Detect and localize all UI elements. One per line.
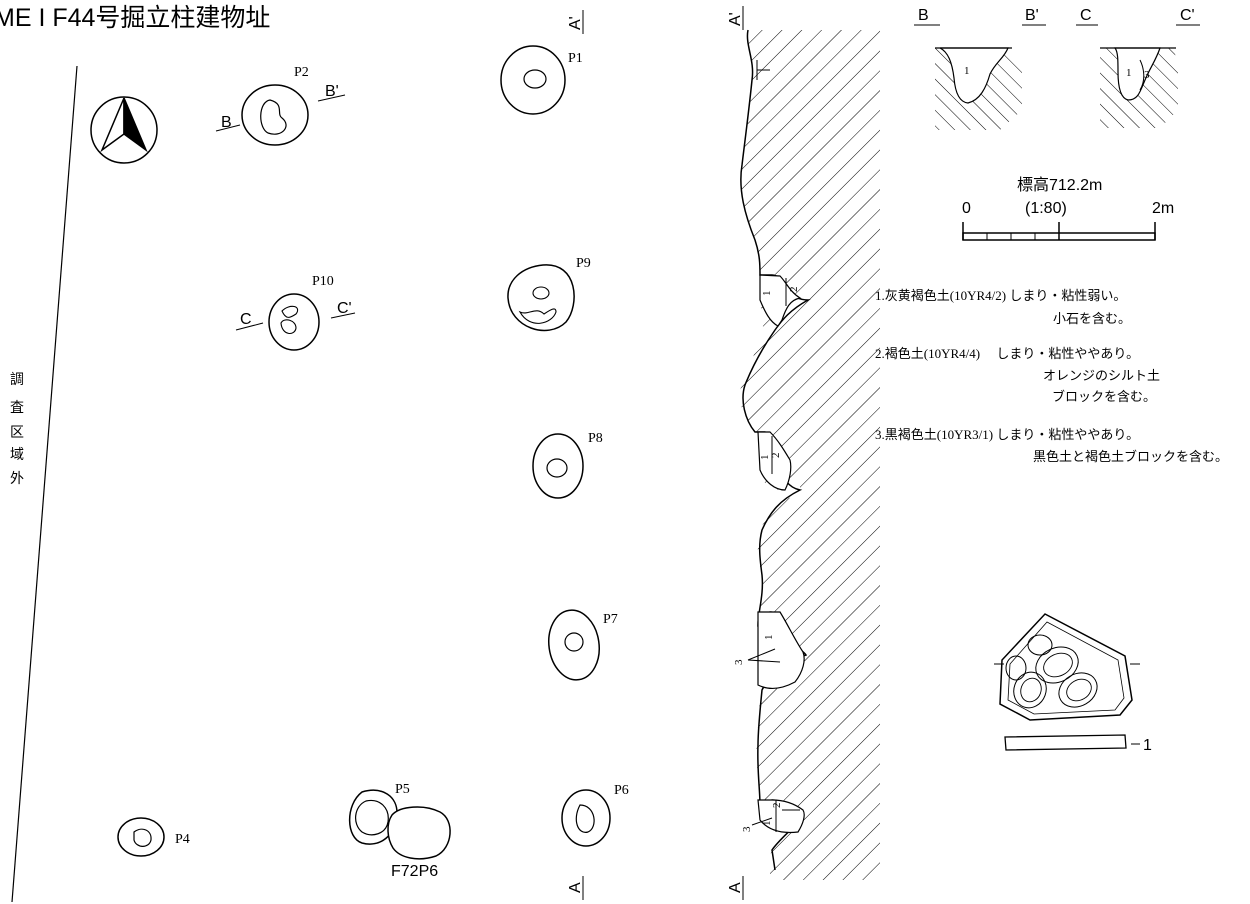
profile-marker-a: A [727,876,744,900]
section-marker-c-prime: C' [330,300,356,319]
pit-p1: P1 [500,45,583,115]
profile-layer-3a: 3 [733,659,745,665]
pit-p7: P7 [548,609,618,681]
legend-item-3-extra: 黒色土と褐色土ブロックを含む。 [1033,449,1228,464]
survey-boundary-line [11,65,78,903]
profile-layer-3b: 3 [741,826,753,832]
figure-title: ME I F44号掘立柱建物址 [0,4,270,32]
plan-marker-a-label: A [567,882,584,893]
pit-p1-label: P1 [568,51,583,66]
profile-marker-a-prime: A' [727,6,744,30]
section-c-label: C [1080,7,1092,24]
section-b-prime-label: B' [1025,7,1039,24]
legend-item-2-extra-1: オレンジのシルト土 [1043,368,1160,383]
north-arrow-icon [90,96,158,164]
pit-p9: P9 [507,256,591,332]
profile-marker-a-label: A [727,882,744,893]
profile-layer-1b: 1 [759,455,771,461]
marker-c-prime-label: C' [337,300,352,317]
section-c-prime-label: C' [1180,7,1195,24]
pit-p5-label: P5 [395,782,410,797]
section-marker-b-prime: B' [317,83,346,102]
pit-p8: P8 [532,431,603,499]
marker-b-label: B [221,114,232,131]
profile-marker-a-prime-label: A' [727,12,744,26]
pit-p2: P2 [241,65,309,146]
pit-p8-label: P8 [588,431,603,446]
pit-p7-label: P7 [603,612,618,627]
legend-item-3: 3.黒褐色土(10YR3/1) しまり・粘性ややあり。 [875,427,1139,442]
section-c-layer-1: 1 [1126,67,1132,79]
pit-p4-label: P4 [175,832,190,847]
legend-item-2: 2.褐色土(10YR4/4) しまり・粘性ややあり。 [875,346,1139,361]
pit-p10-label: P10 [312,274,334,289]
section-marker-b: B [215,114,241,132]
marker-c-label: C [240,311,252,328]
pit-p2-label: P2 [294,65,309,80]
outside-area-label: 調 査 区 域 外 [10,372,24,487]
scale-end: 2m [1152,200,1174,217]
outside-char-5: 外 [10,471,24,487]
legend-item-1-extra: 小石を含む。 [1053,311,1131,326]
pit-p5: P5 [348,782,410,845]
scale-bar: 標高712.2m 0 (1:80) 2m [962,176,1174,241]
soil-legend: 1.灰黄褐色土(10YR4/2) しまり・粘性弱い。 小石を含む。 2.褐色土(… [875,288,1228,464]
section-b-label: B [918,7,929,24]
outside-char-3: 区 [10,425,24,441]
section-b-layer-1: 1 [964,65,970,77]
pit-p6: P6 [561,783,629,847]
pit-p4: P4 [117,817,190,857]
profile-layer-1a: 1 [761,291,773,297]
section-c-layer-3: 3 [1144,69,1150,81]
section-marker-c: C [235,311,264,331]
feature-f72p6: F72P6 [387,806,451,880]
section-c-c-prime: C C' 1 3 [1076,7,1200,128]
outside-char-2: 査 [10,400,24,416]
profile-a-a-prime: 1 2 1 2 1 3 2 1 3 [733,29,880,880]
pit-p9-label: P9 [576,256,591,271]
profile-layer-2c: 2 [771,803,783,809]
feature-f72p6-label: F72P6 [391,863,438,880]
plan-marker-a-prime: A' [567,10,584,34]
artifact-1: 1 [994,613,1152,754]
plan-marker-a: A [567,876,584,900]
profile-layer-1d: 1 [761,821,773,827]
scale-start: 0 [962,200,971,217]
artifact-1-number: 1 [1143,737,1152,754]
pit-p6-label: P6 [614,783,629,798]
scale-ratio: (1:80) [1025,200,1067,217]
legend-item-1: 1.灰黄褐色土(10YR4/2) しまり・粘性弱い。 [875,288,1126,303]
section-b-b-prime: B B' 1 [914,7,1046,130]
marker-b-prime-label: B' [325,83,339,100]
pit-p10: P10 [268,274,334,351]
legend-item-2-extra-2: ブロックを含む。 [1052,389,1156,404]
scale-elevation: 標高712.2m [1017,176,1102,194]
plan-marker-a-prime-label: A' [567,16,584,30]
profile-layer-2b: 2 [770,453,782,459]
profile-layer-2a: 2 [788,287,800,293]
outside-char-1: 調 [10,372,24,388]
profile-layer-1c: 1 [763,635,775,641]
outside-char-4: 域 [10,447,24,463]
